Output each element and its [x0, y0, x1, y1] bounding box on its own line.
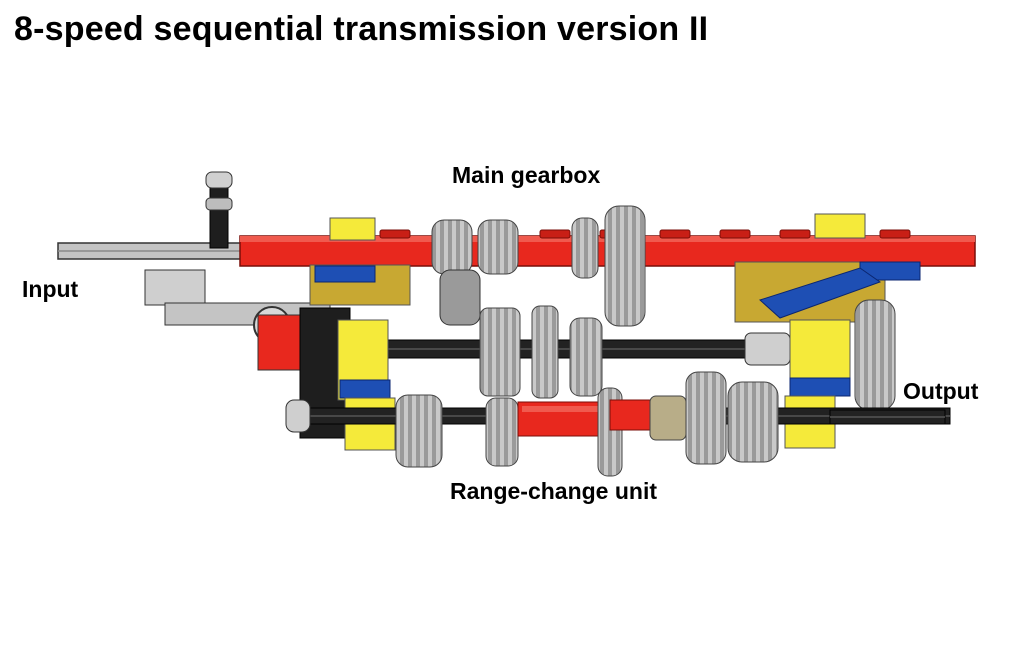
label-main-gearbox: Main gearbox	[452, 162, 601, 188]
yellow-support-left-top	[309, 217, 411, 306]
yellow-support-right-mid	[784, 299, 896, 449]
counter-shaft	[379, 305, 791, 399]
vertical-pin	[205, 171, 233, 249]
range-change-shaft	[285, 371, 951, 477]
label-range-change-unit: Range-change unit	[450, 478, 658, 504]
label-output: Output	[903, 378, 979, 404]
yellow-support-right-top	[734, 213, 921, 323]
main-gear-cluster	[431, 205, 646, 327]
lever-bracket	[144, 269, 351, 439]
yellow-support-left-mid	[337, 319, 396, 451]
label-input: Input	[22, 276, 79, 302]
diagram-title: 8-speed sequential transmission version …	[14, 10, 709, 48]
output-shaft	[829, 409, 946, 425]
